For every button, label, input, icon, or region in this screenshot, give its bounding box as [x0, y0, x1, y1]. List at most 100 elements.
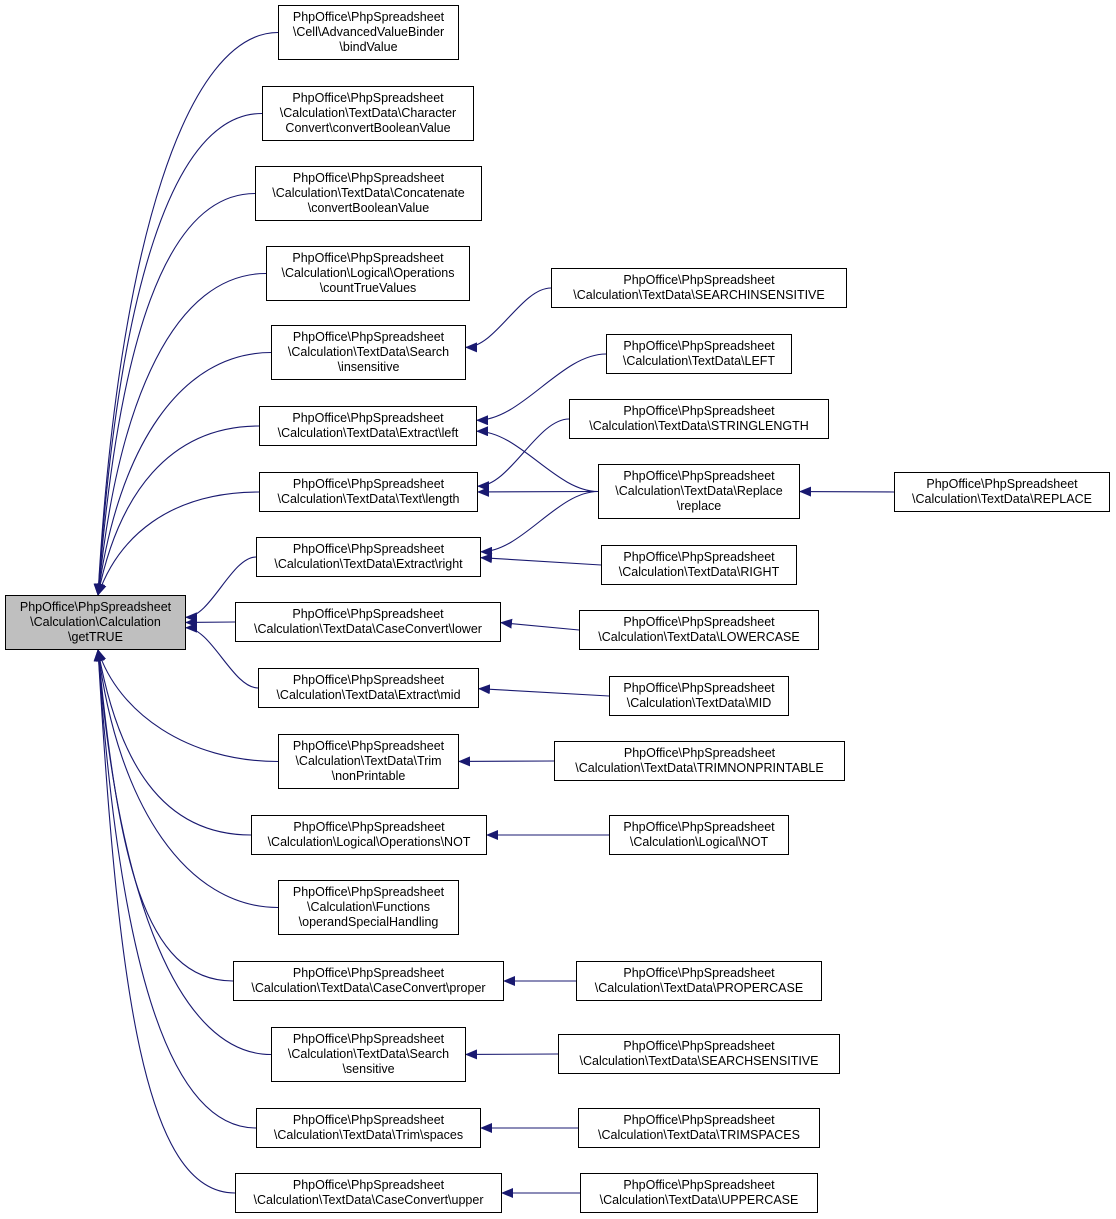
node-caseconvert-lower[interactable]: PhpOffice\PhpSpreadsheet \Calculation\Te… — [235, 602, 501, 642]
node-textdata-mid[interactable]: PhpOffice\PhpSpreadsheet \Calculation\Te… — [609, 676, 789, 716]
edge-operandSpecial-to-focus — [94, 649, 279, 909]
node-label-line: \Calculation\TextData\SEARCHSENSITIVE — [579, 1054, 819, 1068]
edge-replaceReplace-to-extractLeft — [476, 426, 599, 493]
node-concatenate-convertbooleanvalue[interactable]: PhpOffice\PhpSpreadsheet \Calculation\Te… — [255, 166, 482, 221]
node-label-line: PhpOffice\PhpSpreadsheet — [292, 411, 444, 425]
node-label-line: PhpOffice\PhpSpreadsheet — [292, 607, 444, 621]
node-textdata-searchsensitive[interactable]: PhpOffice\PhpSpreadsheet \Calculation\Te… — [558, 1034, 840, 1074]
node-label-line: \Calculation\TextData\Extract\mid — [276, 688, 461, 702]
node-label-line: \Calculation\TextData\CaseConvert\upper — [253, 1193, 484, 1207]
edge-textLength-to-focus — [96, 491, 260, 596]
node-textdata-uppercase[interactable]: PhpOffice\PhpSpreadsheet \Calculation\Te… — [580, 1173, 818, 1213]
node-label-line: PhpOffice\PhpSpreadsheet — [292, 1178, 445, 1192]
node-label-line: \Calculation\TextData\Concatenate — [272, 186, 465, 200]
edge-countTrueValues-to-focus — [94, 272, 267, 596]
node-label-line: PhpOffice\PhpSpreadsheet — [292, 91, 444, 105]
node-textdata-propercase[interactable]: PhpOffice\PhpSpreadsheet \Calculation\Te… — [576, 961, 822, 1001]
node-textdata-trimnonprintable[interactable]: PhpOffice\PhpSpreadsheet \Calculation\Te… — [554, 741, 845, 781]
node-label-line: \Calculation\TextData\CaseConvert\proper — [251, 981, 486, 995]
node-textdata-stringlength[interactable]: PhpOffice\PhpSpreadsheet \Calculation\Te… — [569, 399, 829, 439]
node-functions-operandspecialhandling[interactable]: PhpOffice\PhpSpreadsheet \Calculation\Fu… — [278, 880, 459, 935]
node-extract-right[interactable]: PhpOffice\PhpSpreadsheet \Calculation\Te… — [256, 537, 481, 577]
node-extract-mid[interactable]: PhpOffice\PhpSpreadsheet \Calculation\Te… — [258, 668, 479, 708]
edge-logicalOpNot-to-focus — [95, 649, 252, 836]
node-label-line: PhpOffice\PhpSpreadsheet — [292, 10, 445, 24]
node-label-line: \getTRUE — [68, 630, 123, 644]
node-label-line: PhpOffice\PhpSpreadsheet — [623, 820, 775, 834]
node-label-line: \Calculation\TextData\MID — [626, 696, 772, 710]
node-logical-not[interactable]: PhpOffice\PhpSpreadsheet \Calculation\Lo… — [609, 815, 789, 855]
node-label-line: \Calculation\TextData\Search — [287, 345, 450, 359]
node-label-line: \Calculation\TextData\LEFT — [622, 354, 776, 368]
node-label-line: PhpOffice\PhpSpreadsheet — [623, 681, 775, 695]
node-label-line: \Calculation\TextData\STRINGLENGTH — [589, 419, 809, 433]
node-label-line: \Calculation\TextData\REPLACE — [912, 492, 1092, 506]
node-caseconvert-proper[interactable]: PhpOffice\PhpSpreadsheet \Calculation\Te… — [233, 961, 504, 1001]
edge-SEARCHINSENSITIVE-to-searchInsensitive — [465, 287, 552, 353]
node-label-line: \sensitive — [342, 1062, 395, 1076]
node-label-line: PhpOffice\PhpSpreadsheet — [623, 615, 775, 629]
node-label-line: PhpOffice\PhpSpreadsheet — [623, 404, 775, 418]
node-label-line: \insensitive — [337, 360, 400, 374]
node-textdata-left[interactable]: PhpOffice\PhpSpreadsheet \Calculation\Te… — [606, 334, 792, 374]
node-trim-nonprintable[interactable]: PhpOffice\PhpSpreadsheet \Calculation\Te… — [278, 734, 459, 789]
node-label-line: PhpOffice\PhpSpreadsheet — [623, 746, 776, 760]
edge-trimSpaces-to-focus — [93, 649, 257, 1129]
node-label-line: PhpOffice\PhpSpreadsheet — [623, 1113, 775, 1127]
node-caseconvert-upper[interactable]: PhpOffice\PhpSpreadsheet \Calculation\Te… — [235, 1173, 502, 1213]
node-label-line: \Calculation\TextData\Extract\right — [274, 557, 463, 571]
node-label-line: PhpOffice\PhpSpreadsheet — [623, 966, 775, 980]
node-label-line: \Calculation\TextData\Search — [287, 1047, 450, 1061]
node-operations-not[interactable]: PhpOffice\PhpSpreadsheet \Calculation\Lo… — [251, 815, 487, 855]
node-operations-counttruevalues[interactable]: PhpOffice\PhpSpreadsheet \Calculation\Lo… — [266, 246, 470, 301]
node-calculation-gettrue[interactable]: PhpOffice\PhpSpreadsheet \Calculation\Ca… — [5, 595, 186, 650]
node-textdata-replace[interactable]: PhpOffice\PhpSpreadsheet \Calculation\Te… — [894, 472, 1110, 512]
node-label-line: PhpOffice\PhpSpreadsheet — [292, 477, 445, 491]
node-textdata-searchinsensitive[interactable]: PhpOffice\PhpSpreadsheet \Calculation\Te… — [551, 268, 847, 308]
node-label-line: PhpOffice\PhpSpreadsheet — [292, 171, 445, 185]
node-extract-left[interactable]: PhpOffice\PhpSpreadsheet \Calculation\Te… — [259, 406, 477, 446]
node-label-line: PhpOffice\PhpSpreadsheet — [292, 330, 445, 344]
node-label-line: \Calculation\Functions — [307, 900, 430, 914]
node-label-line: \convertBooleanValue — [307, 201, 430, 215]
node-label-line: \Calculation\TextData\UPPERCASE — [599, 1193, 799, 1207]
edge-concatConvertBool-to-focus — [93, 192, 256, 596]
node-search-sensitive[interactable]: PhpOffice\PhpSpreadsheet \Calculation\Te… — [271, 1027, 466, 1082]
edge-caseUpper-to-focus — [93, 649, 236, 1194]
node-label-line: PhpOffice\PhpSpreadsheet — [292, 673, 445, 687]
edge-searchSensitive-to-focus — [93, 649, 272, 1056]
node-label-line: \operandSpecialHandling — [298, 915, 439, 929]
edge-charConvertBool-to-focus — [93, 112, 263, 596]
node-label-line: PhpOffice\PhpSpreadsheet — [19, 600, 172, 614]
node-textdata-trimspaces[interactable]: PhpOffice\PhpSpreadsheet \Calculation\Te… — [578, 1108, 820, 1148]
node-label-line: \Calculation\Logical\Operations — [281, 266, 455, 280]
node-characterconvert-convertbooleanvalue[interactable]: PhpOffice\PhpSpreadsheet \Calculation\Te… — [262, 86, 474, 141]
node-replace-replace[interactable]: PhpOffice\PhpSpreadsheet \Calculation\Te… — [598, 464, 800, 519]
edge-LOWERCASE-to-caseLower — [500, 618, 580, 631]
node-search-insensitive[interactable]: PhpOffice\PhpSpreadsheet \Calculation\Te… — [271, 325, 466, 380]
node-textdata-right[interactable]: PhpOffice\PhpSpreadsheet \Calculation\Te… — [601, 545, 797, 585]
edge-STRINGLENGTH-to-textLength — [477, 418, 570, 492]
node-label-line: \Calculation\TextData\Trim — [295, 754, 442, 768]
node-text-length[interactable]: PhpOffice\PhpSpreadsheet \Calculation\Te… — [259, 472, 478, 512]
edge-bindValue-to-focus — [93, 31, 279, 596]
node-label-line: \nonPrintable — [331, 769, 406, 783]
node-label-line: PhpOffice\PhpSpreadsheet — [292, 966, 445, 980]
edge-RIGHT-to-extractRight — [480, 553, 602, 566]
edge-LEFT-to-extractLeft — [476, 353, 607, 426]
node-label-line: PhpOffice\PhpSpreadsheet — [623, 550, 775, 564]
edge-extractLeft-to-focus — [95, 425, 260, 596]
edge-trimNonPrintable-to-focus — [96, 649, 279, 763]
node-textdata-lowercase[interactable]: PhpOffice\PhpSpreadsheet \Calculation\Te… — [579, 610, 819, 650]
node-advancedvaluebinder-bindvalue[interactable]: PhpOffice\PhpSpreadsheet \Cell\AdvancedV… — [278, 5, 459, 60]
node-label-line: PhpOffice\PhpSpreadsheet — [292, 885, 445, 899]
node-label-line: \Calculation\TextData\Trim\spaces — [273, 1128, 464, 1142]
node-label-line: PhpOffice\PhpSpreadsheet — [623, 1178, 775, 1192]
node-label-line: \Calculation\TextData\PROPERCASE — [594, 981, 804, 995]
edge-replaceReplace-to-extractRight — [480, 490, 599, 557]
edge-MID-to-extractMid — [478, 684, 610, 697]
node-label-line: \Calculation\Calculation — [30, 615, 161, 629]
node-trim-spaces[interactable]: PhpOffice\PhpSpreadsheet \Calculation\Te… — [256, 1108, 481, 1148]
node-label-line: PhpOffice\PhpSpreadsheet — [293, 820, 445, 834]
